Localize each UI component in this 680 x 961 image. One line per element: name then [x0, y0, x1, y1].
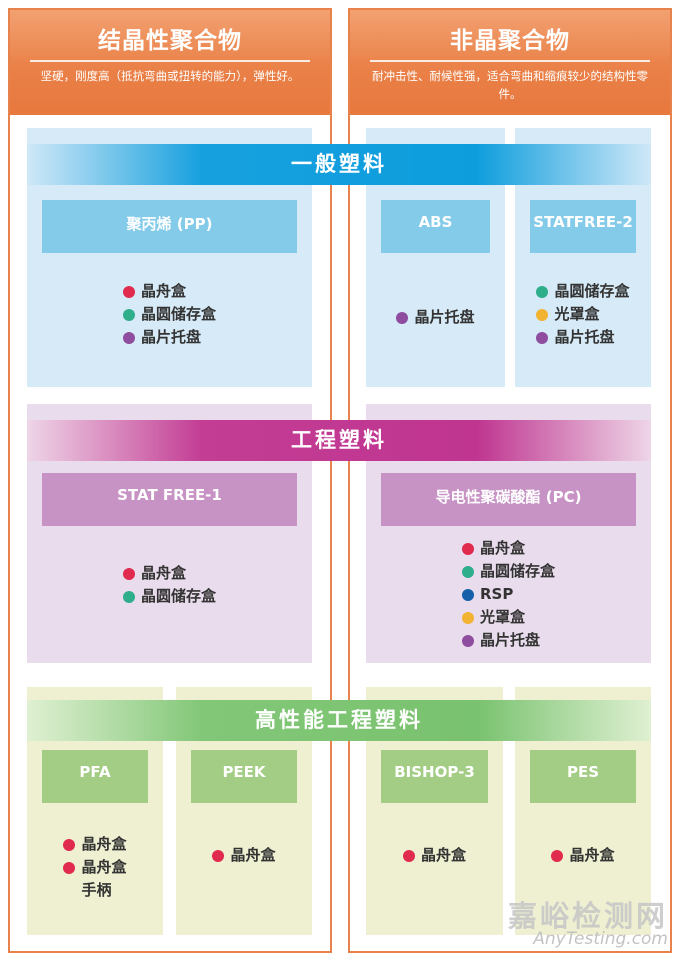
- item-label: 晶圆储存盒: [479, 562, 555, 580]
- crystalline-header-description: 坚硬，刚度高（抵抗弯曲或扭转的能力），弹性好。: [40, 69, 300, 83]
- item-label: 晶舟盒: [479, 539, 525, 557]
- material-box-pc: 导电性聚碳酸酯 (PC): [381, 473, 636, 526]
- item-label: 晶舟盒: [140, 564, 186, 582]
- purple-dot-icon: [396, 312, 409, 324]
- item-label: 晶舟盒: [230, 846, 276, 864]
- list-item: 晶片托盘: [461, 629, 555, 652]
- list-item: 晶圆储存盒: [536, 280, 630, 303]
- amorphous-header-title: 非晶聚合物: [450, 28, 570, 54]
- list-item: 光罩盒: [461, 606, 555, 629]
- list-item: 晶舟盒: [402, 844, 466, 867]
- material-box-pp: 聚丙烯 (PP): [42, 200, 297, 253]
- list-item: 晶片托盘: [396, 306, 475, 329]
- list-item: 晶舟盒: [461, 537, 555, 560]
- red-dot-icon: [122, 286, 135, 298]
- material-box-peek: PEEK: [191, 750, 297, 803]
- header-divider: [30, 60, 310, 62]
- purple-dot-icon: [536, 332, 549, 344]
- header-divider: [370, 60, 650, 62]
- material-box-statfree2: STATFREE-2: [530, 200, 636, 253]
- amorphous-header: 非晶聚合物 耐冲击性、耐候性强，适合弯曲和缩痕较少的结构性零件。: [350, 10, 670, 115]
- list-item: 晶片托盘: [122, 326, 216, 349]
- item-sublabel: 手柄: [81, 881, 112, 899]
- list-item: 晶舟盒: [212, 844, 276, 867]
- red-dot-icon: [461, 543, 474, 555]
- red-dot-icon: [63, 862, 76, 874]
- list-item: RSP: [461, 583, 555, 606]
- yellow-dot-icon: [536, 309, 549, 321]
- band-title-engineering-plastics: 工程塑料: [27, 420, 651, 461]
- item-label: 晶圆储存盒: [140, 305, 216, 323]
- yellow-dot-icon: [461, 612, 474, 624]
- crystalline-header: 结晶性聚合物 坚硬，刚度高（抵抗弯曲或扭转的能力），弹性好。: [10, 10, 330, 115]
- item-label: RSP: [479, 585, 514, 603]
- item-list-pes: 晶舟盒: [515, 844, 651, 867]
- purple-dot-icon: [461, 635, 474, 647]
- band-title-general-plastics: 一般塑料: [27, 144, 651, 185]
- red-dot-icon: [212, 850, 225, 862]
- item-list-statfree1: 晶舟盒 晶圆储存盒: [27, 562, 312, 608]
- list-item: 晶圆储存盒: [461, 560, 555, 583]
- amorphous-header-description: 耐冲击性、耐候性强，适合弯曲和缩痕较少的结构性零件。: [372, 69, 648, 101]
- item-label-group: 晶舟盒 手柄: [81, 856, 126, 902]
- crystalline-header-title: 结晶性聚合物: [98, 28, 242, 54]
- teal-dot-icon: [536, 286, 549, 298]
- item-list-pfa: 晶舟盒 晶舟盒 手柄: [27, 833, 163, 902]
- item-list-statfree2: 晶圆储存盒 光罩盒 晶片托盘: [515, 280, 651, 349]
- list-item: 晶舟盒 手柄: [63, 856, 127, 902]
- red-dot-icon: [402, 850, 415, 862]
- item-label: 晶片托盘: [554, 328, 615, 346]
- list-item: 晶舟盒: [551, 844, 615, 867]
- list-item: 晶舟盒: [63, 833, 127, 856]
- item-label: 晶片托盘: [479, 631, 540, 649]
- list-item: 晶舟盒: [122, 562, 216, 585]
- teal-dot-icon: [461, 566, 474, 578]
- item-label: 晶圆储存盒: [140, 587, 216, 605]
- watermark-url: AnyTesting.com: [533, 929, 668, 950]
- item-label: 晶片托盘: [140, 328, 201, 346]
- item-label: 晶片托盘: [414, 308, 475, 326]
- material-box-bishop3: BISHOP-3: [381, 750, 488, 803]
- item-list-pp: 晶舟盒 晶圆储存盒 晶片托盘: [27, 280, 312, 349]
- watermark: 嘉峪检测网 AnyTesting.com: [508, 901, 668, 949]
- band-title-high-performance-plastics: 高性能工程塑料: [27, 700, 651, 741]
- material-box-pes: PES: [530, 750, 636, 803]
- list-item: 晶舟盒: [122, 280, 216, 303]
- item-list-abs: 晶片托盘: [366, 306, 505, 329]
- watermark-chinese: 嘉峪检测网: [507, 899, 668, 933]
- item-label: 晶舟盒: [569, 846, 615, 864]
- list-item: 晶圆储存盒: [122, 303, 216, 326]
- item-label: 晶舟盒: [81, 858, 127, 876]
- list-item: 晶片托盘: [536, 326, 629, 349]
- item-list-peek: 晶舟盒: [176, 844, 312, 867]
- item-label: 光罩盒: [479, 608, 525, 626]
- material-box-statfree1: STAT FREE-1: [42, 473, 297, 526]
- item-label: 晶圆储存盒: [554, 282, 630, 300]
- purple-dot-icon: [122, 332, 135, 344]
- red-dot-icon: [122, 568, 135, 580]
- list-item: 晶圆储存盒: [122, 585, 216, 608]
- blue-dot-icon: [461, 589, 474, 601]
- item-label: 光罩盒: [554, 305, 600, 323]
- material-box-abs: ABS: [381, 200, 490, 253]
- list-item: 光罩盒: [536, 303, 629, 326]
- item-list-pc: 晶舟盒 晶圆储存盒 RSP 光罩盒 晶片托盘: [366, 537, 651, 652]
- material-box-pfa: PFA: [42, 750, 148, 803]
- teal-dot-icon: [122, 591, 135, 603]
- item-list-bishop3: 晶舟盒: [366, 844, 503, 867]
- item-label: 晶舟盒: [81, 835, 127, 853]
- teal-dot-icon: [122, 309, 135, 321]
- item-label: 晶舟盒: [420, 846, 466, 864]
- item-label: 晶舟盒: [140, 282, 186, 300]
- red-dot-icon: [551, 850, 564, 862]
- red-dot-icon: [63, 839, 76, 851]
